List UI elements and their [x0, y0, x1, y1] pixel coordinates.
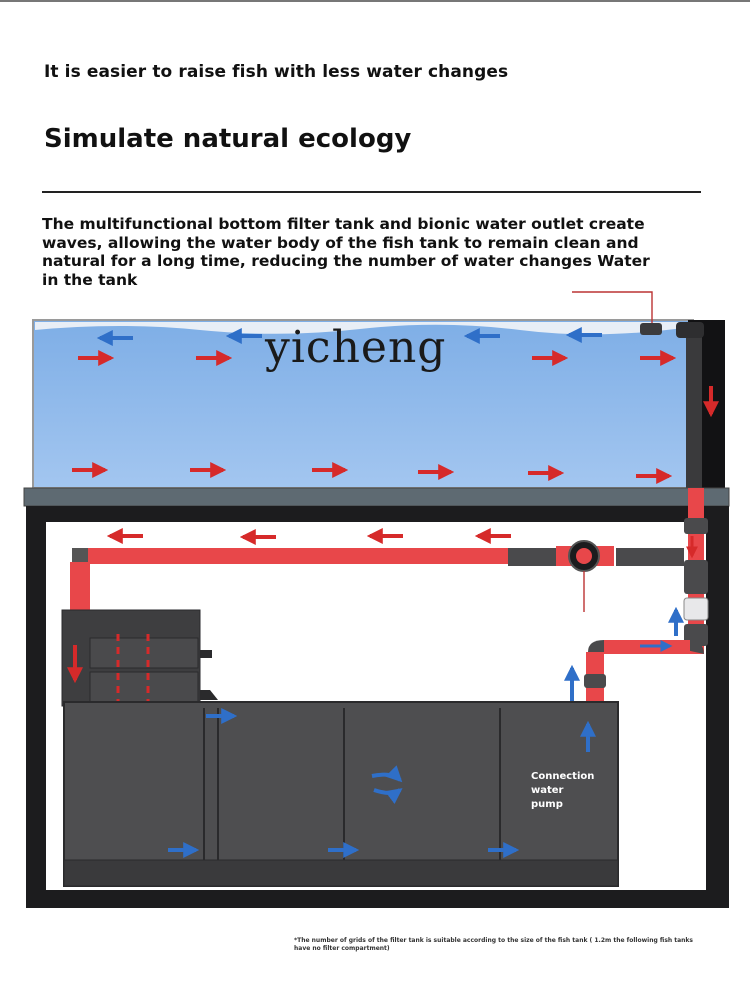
- footnote: *The number of grids of the filter tank …: [294, 937, 693, 952]
- pump-label: Connection water pump: [531, 771, 595, 810]
- sump-flow-arrows: [168, 708, 596, 858]
- page-title: Simulate natural ecology: [44, 124, 412, 154]
- outlet-nozzle: [640, 323, 662, 335]
- watermark: yicheng: [265, 322, 447, 373]
- riser-flow-arrows: [564, 536, 698, 702]
- aquarium-filter-diagram: [23, 291, 730, 908]
- bottom-flow-arrows: [72, 462, 673, 484]
- description-text: The multifunctional bottom filter tank a…: [42, 215, 650, 289]
- tank-base: [23, 487, 730, 507]
- surface-flow-arrows: [78, 327, 677, 366]
- main-pipe: [70, 540, 684, 614]
- filter-sump: [63, 701, 619, 887]
- return-pipe: [676, 322, 704, 490]
- riser-pipe: [584, 488, 709, 704]
- fish-tank: [32, 319, 694, 489]
- inlet-line: [572, 291, 653, 328]
- pipe-flow-arrows: [106, 528, 511, 545]
- page-subtitle: It is easier to raise fish with less wat…: [44, 62, 509, 82]
- drip-tray: [61, 609, 218, 720]
- top-border: [0, 0, 750, 2]
- title-divider: [42, 191, 701, 193]
